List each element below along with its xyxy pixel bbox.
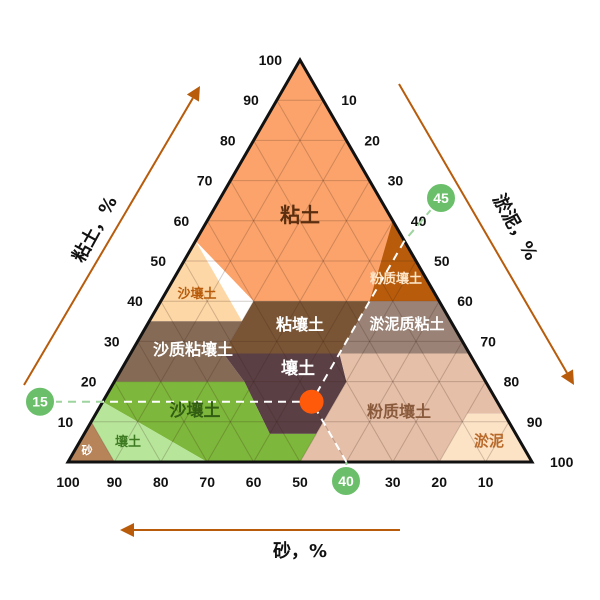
arrow-silt [398,83,574,385]
label-silty-clay: 粉质壤土 [370,271,422,287]
grid-line [183,260,301,463]
arrow-clay [23,86,200,386]
label-loamy-sand: 壤土 [115,434,141,450]
tick-label-silt: 50 [434,253,450,269]
axis-title-sand: 砂，% [273,540,327,562]
badge-clay-value: 15 [24,385,56,418]
axis-title-clay: 粘土，% [68,192,122,266]
tick-label-clay: 40 [127,293,143,309]
region-clay-loam [223,301,370,354]
arrow-sand [120,523,400,537]
grid-line [253,220,394,463]
grid-line [345,300,440,463]
tick-label-silt: 10 [341,92,357,108]
tick-label-sand: 90 [107,474,123,490]
grid-line [90,421,115,463]
tick-label-silt: 40 [411,213,427,229]
guide-line-silt-outer [403,197,442,242]
grid-lines [90,99,510,463]
region-silt-loam [300,353,505,462]
grid-line [160,300,255,463]
label-loam: 壤土 [281,358,315,379]
tick-label-silt: 30 [388,173,404,189]
grid-line [113,381,162,463]
tick-label-clay: 10 [58,414,74,430]
region-loamy-sand [91,401,208,462]
tick-label-clay: 100 [259,52,283,68]
tick-label-clay: 70 [197,173,213,189]
badge-sand-value: 40 [330,465,362,497]
region-silty-clay [369,220,440,302]
label-silt: 淤泥 [474,432,504,450]
tick-label-sand: 50 [292,474,308,490]
badge-silt-value: 45 [425,182,457,214]
label-silty-clay-loam: 淤泥质粘土 [369,315,444,333]
label-sandy-clay-loam: 沙质粘壤土 [153,340,233,359]
tick-label-silt: 20 [364,132,380,148]
grid-line [485,421,510,463]
tick-label-sand: 20 [431,474,447,490]
grid-line [206,180,371,463]
tick-label-sand: 60 [246,474,262,490]
label-clay-loam: 粘壤土 [276,315,324,334]
region-clay [195,60,405,302]
grid-line [113,99,324,463]
tick-label-sand: 70 [199,474,215,490]
label-clay: 粘土 [280,203,320,227]
tick-label-clay: 30 [104,333,120,349]
tick-label-sand: 30 [385,474,401,490]
svg-text:40: 40 [338,473,354,489]
tick-label-clay: 80 [220,132,236,148]
tick-label-clay: 90 [243,92,259,108]
tick-label-sand: 80 [153,474,169,490]
label-sandy-clay: 沙壤土 [177,286,216,302]
region-sandy-clay [149,240,242,322]
tick-label-silt: 80 [504,374,520,390]
tick-label-silt: 60 [457,293,473,309]
tick-label-clay: 20 [81,374,97,390]
guide-line-silt [310,240,406,403]
grid-line [160,140,347,463]
tick-label-sand: 100 [56,474,80,490]
label-silt-loam: 粉质壤土 [367,402,431,421]
label-sand: 砂 [82,443,93,457]
axis-arrows [23,83,574,537]
grid-line [229,180,394,463]
triangle-outline [65,56,535,464]
tick-label-sand: 10 [478,474,494,490]
svg-text:15: 15 [32,394,48,410]
tick-label-clay: 60 [174,213,190,229]
svg-text:45: 45 [433,190,449,206]
grid-line [392,341,463,463]
grid-line [253,140,440,463]
region-silty-clay-loam [339,301,470,354]
tick-label-silt: 70 [480,333,496,349]
grid-line [299,260,417,463]
region-loam [223,353,347,434]
region-sandy-clay-loam [114,321,245,382]
tick-labels: 10 10 20 20 30 30 40 40 50 50 60 60 70 70 80 80 90 90 100 1… [56,52,573,490]
guide-lines [40,197,442,479]
region-sand [68,421,115,462]
region-silt [439,413,532,462]
grid-line [438,381,487,463]
tick-label-clay: 50 [150,253,166,269]
sample-point-marker [299,389,324,414]
tick-label-silt: 90 [527,414,543,430]
tick-label-silt: 100 [550,454,574,470]
label-sandy-loam: 沙壤土 [170,400,221,421]
